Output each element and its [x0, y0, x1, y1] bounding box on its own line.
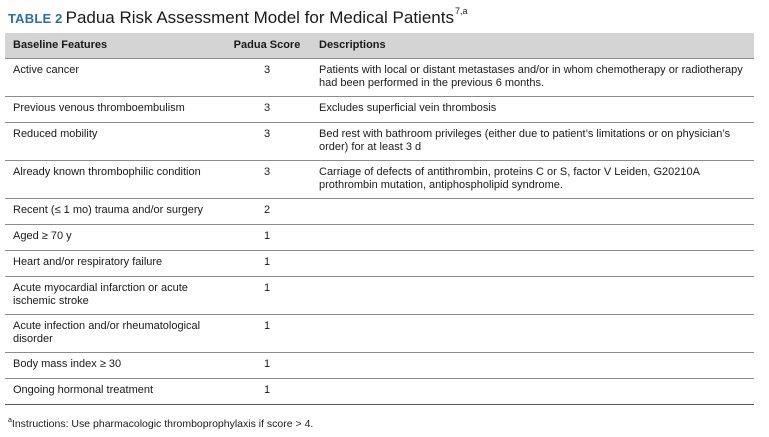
cell-description [311, 198, 754, 225]
cell-description: Carriage of defects of antithrombin, pro… [311, 160, 754, 199]
padua-table: Baseline Features Padua Score Descriptio… [5, 33, 754, 405]
table-row: Acute infection and/or rheumatological d… [5, 314, 754, 353]
cell-score: 1 [223, 276, 311, 315]
cell-feature: Acute myocardial infarction or acute isc… [5, 276, 223, 315]
cell-score: 3 [223, 96, 311, 123]
cell-feature: Reduced mobility [5, 122, 223, 161]
cell-feature: Aged ≥ 70 y [5, 224, 223, 251]
cell-description: Bed rest with bathroom privileges (eithe… [311, 122, 754, 161]
cell-feature: Acute infection and/or rheumatological d… [5, 314, 223, 353]
cell-feature: Active cancer [5, 58, 223, 97]
table-label: TABLE 2 [8, 11, 63, 26]
cell-description [311, 276, 754, 315]
table-row: Acute myocardial infarction or acute isc… [5, 276, 754, 315]
cell-score: 1 [223, 352, 311, 379]
table-title-text: Padua Risk Assessment Model for Medical … [65, 8, 454, 27]
cell-score: 2 [223, 198, 311, 225]
cell-feature: Body mass index ≥ 30 [5, 352, 223, 379]
cell-feature: Heart and/or respiratory failure [5, 250, 223, 277]
cell-score: 3 [223, 58, 311, 97]
cell-feature: Previous venous thromboembulism [5, 96, 223, 123]
footnote-marker: a [8, 417, 12, 424]
cell-description [311, 378, 754, 405]
cell-score: 1 [223, 224, 311, 251]
cell-description [311, 352, 754, 379]
cell-description [311, 224, 754, 251]
cell-feature: Already known thrombophilic condition [5, 160, 223, 199]
cell-score: 3 [223, 160, 311, 199]
header-row: Baseline Features Padua Score Descriptio… [5, 33, 754, 59]
cell-feature: Ongoing hormonal treatment [5, 378, 223, 405]
cell-feature: Recent (≤ 1 mo) trauma and/or surgery [5, 198, 223, 225]
footnote-text: Instructions: Use pharmacologic thrombop… [11, 418, 314, 430]
footnote: aInstructions: Use pharmacologic thrombo… [8, 417, 313, 430]
cell-description [311, 314, 754, 353]
cell-score: 3 [223, 122, 311, 161]
title-superscript: 7,a [454, 6, 468, 16]
header-padua-score: Padua Score [223, 33, 311, 59]
cell-description: Excludes superficial vein thrombosis [311, 96, 754, 123]
cell-description: Patients with local or distant metastase… [311, 58, 754, 97]
cell-score: 1 [223, 250, 311, 277]
cell-score: 1 [223, 378, 311, 405]
cell-score: 1 [223, 314, 311, 353]
header-descriptions: Descriptions [311, 33, 754, 59]
header-baseline-features: Baseline Features [5, 33, 223, 59]
cell-description [311, 250, 754, 277]
